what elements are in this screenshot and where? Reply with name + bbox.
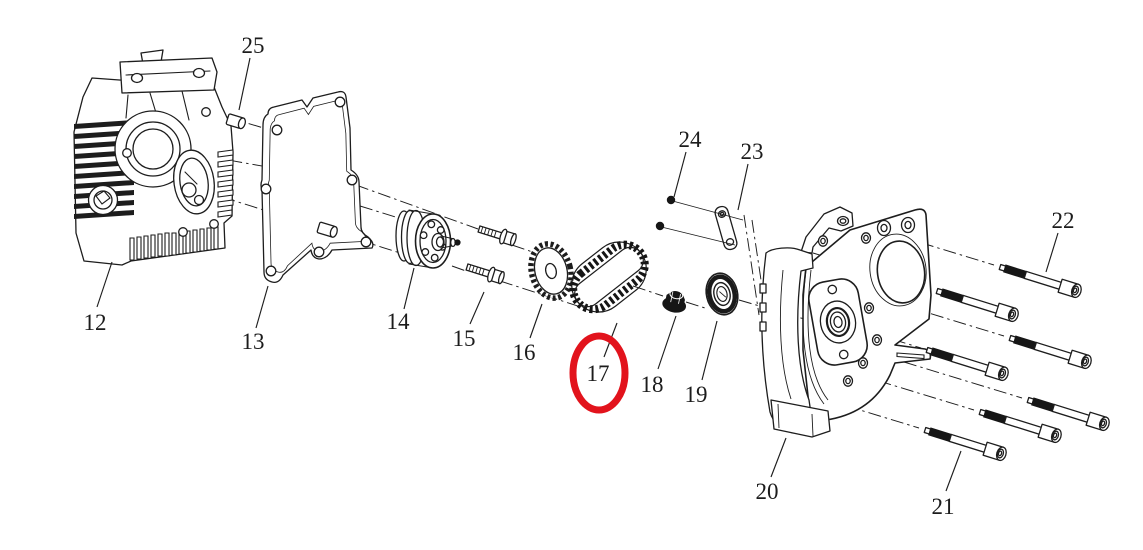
- socket-bolt-21-drawing: [923, 287, 1110, 462]
- sprocket-16-drawing: [528, 241, 574, 301]
- part-label-12: 12: [84, 310, 107, 335]
- flange-bolt-15-drawing: [465, 225, 517, 285]
- part-label-14: 14: [387, 309, 411, 334]
- part-label-15: 15: [453, 326, 476, 351]
- part-label-23: 23: [741, 139, 764, 164]
- crankcase-12-drawing: [73, 49, 234, 266]
- part-label-13: 13: [242, 329, 265, 354]
- dowel-pin-25-drawing: [225, 113, 338, 238]
- leader-lines: [96, 57, 1059, 492]
- part-label-16: 16: [513, 340, 536, 365]
- crankcase-cover-20-drawing: [759, 206, 932, 438]
- cam-assembly-14-drawing: [395, 209, 461, 269]
- part-label-25: 25: [242, 33, 265, 58]
- oil-seal-19-drawing: [705, 272, 739, 316]
- part-label-20: 20: [756, 479, 779, 504]
- timing-chain-17-drawing: [569, 240, 649, 314]
- flange-nut-18-drawing: [662, 290, 687, 313]
- cooling-fins-bottom: [129, 226, 219, 261]
- cover-screw-holes: [817, 232, 883, 387]
- part-label-24: 24: [679, 127, 703, 152]
- part-label-22: 22: [1052, 208, 1075, 233]
- part-label-18: 18: [641, 372, 664, 397]
- part-labels: 12 13 14 15 16 17 18 19 20 21 22 23 24 2…: [84, 33, 1075, 519]
- highlight-ellipse: [569, 332, 629, 414]
- retainer-plate-23-drawing: [714, 205, 738, 251]
- part-label-19: 19: [685, 382, 708, 407]
- gasket-13-drawing: [260, 90, 374, 283]
- part-label-17: 17: [587, 361, 610, 386]
- pin-24-drawing: [655, 195, 744, 246]
- part-label-21: 21: [932, 494, 955, 519]
- cooling-fins-right: [217, 149, 234, 218]
- socket-bolt-22-drawing: [998, 263, 1082, 299]
